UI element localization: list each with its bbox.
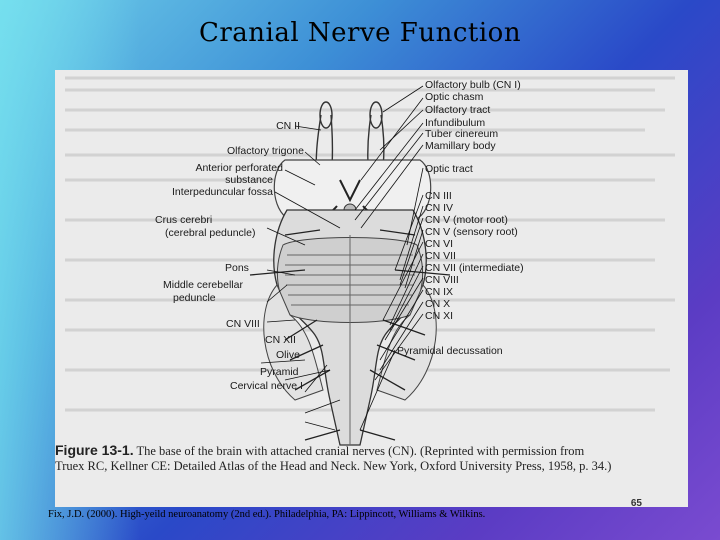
label-cn6: CN VI	[425, 239, 453, 250]
label-cn7: CN VII	[425, 251, 456, 262]
label-cn8-right: CN VIII	[425, 275, 459, 286]
label-cn10: CN X	[425, 299, 450, 310]
page-number: 65	[631, 498, 642, 507]
slide-title: Cranial Nerve Function	[0, 18, 720, 48]
label-cn7-intermediate: CN VII (intermediate)	[425, 263, 524, 274]
label-olfactory-bulb: Olfactory bulb (CN I)	[425, 80, 521, 91]
label-olfactory-trigone: Olfactory trigone	[227, 146, 304, 157]
label-cn3: CN III	[425, 191, 452, 202]
label-cn5-sensory: CN V (sensory root)	[425, 227, 518, 238]
label-middle-cerebellar: Middle cerebellar	[163, 280, 243, 291]
label-anterior-perforated: Anterior perforated	[195, 163, 283, 174]
label-pyramidal-decussation: Pyramidal decussation	[397, 346, 503, 357]
label-optic-chasm: Optic chasm	[425, 92, 483, 103]
label-interpeduncular-fossa: Interpeduncular fossa	[172, 187, 273, 198]
label-cn9: CN IX	[425, 287, 453, 298]
label-crus-cerebri: Crus cerebri	[155, 215, 212, 226]
label-peduncle: peduncle	[173, 293, 216, 304]
label-cn11: CN XI	[425, 311, 453, 322]
label-pyramid: Pyramid	[260, 367, 299, 378]
label-olive: Olive	[276, 350, 300, 361]
caption-line-1: The base of the brain with attached cran…	[134, 444, 585, 458]
label-pons: Pons	[225, 263, 249, 274]
label-mamillary-body: Mamillary body	[425, 141, 496, 152]
label-cn12: CN XII	[265, 335, 296, 346]
brain-figure: Olfactory bulb (CN I) Optic chasm Olfact…	[55, 70, 688, 507]
label-tuber-cinereum: Tuber cinereum	[425, 129, 498, 140]
figure-caption: Figure 13-1. The base of the brain with …	[55, 443, 688, 474]
label-olfactory-tract: Olfactory tract	[425, 105, 490, 116]
label-cerebral-peduncle: (cerebral peduncle)	[165, 228, 255, 239]
brainstem-drawing	[55, 70, 688, 507]
label-substance: substance	[225, 175, 273, 186]
label-cervical-nerve: Cervical nerve I	[230, 381, 303, 392]
caption-line-2: Truex RC, Kellner CE: Detailed Atlas of …	[55, 459, 688, 474]
label-cn2: CN II	[276, 121, 300, 132]
label-optic-tract: Optic tract	[425, 164, 473, 175]
label-cn4: CN IV	[425, 203, 453, 214]
citation: Fix, J.D. (2000). High-yeild neuroanatom…	[48, 509, 485, 520]
label-cn8-left: CN VIII	[226, 319, 260, 330]
figure-number: Figure 13-1.	[55, 442, 134, 458]
label-cn5-motor: CN V (motor root)	[425, 215, 508, 226]
